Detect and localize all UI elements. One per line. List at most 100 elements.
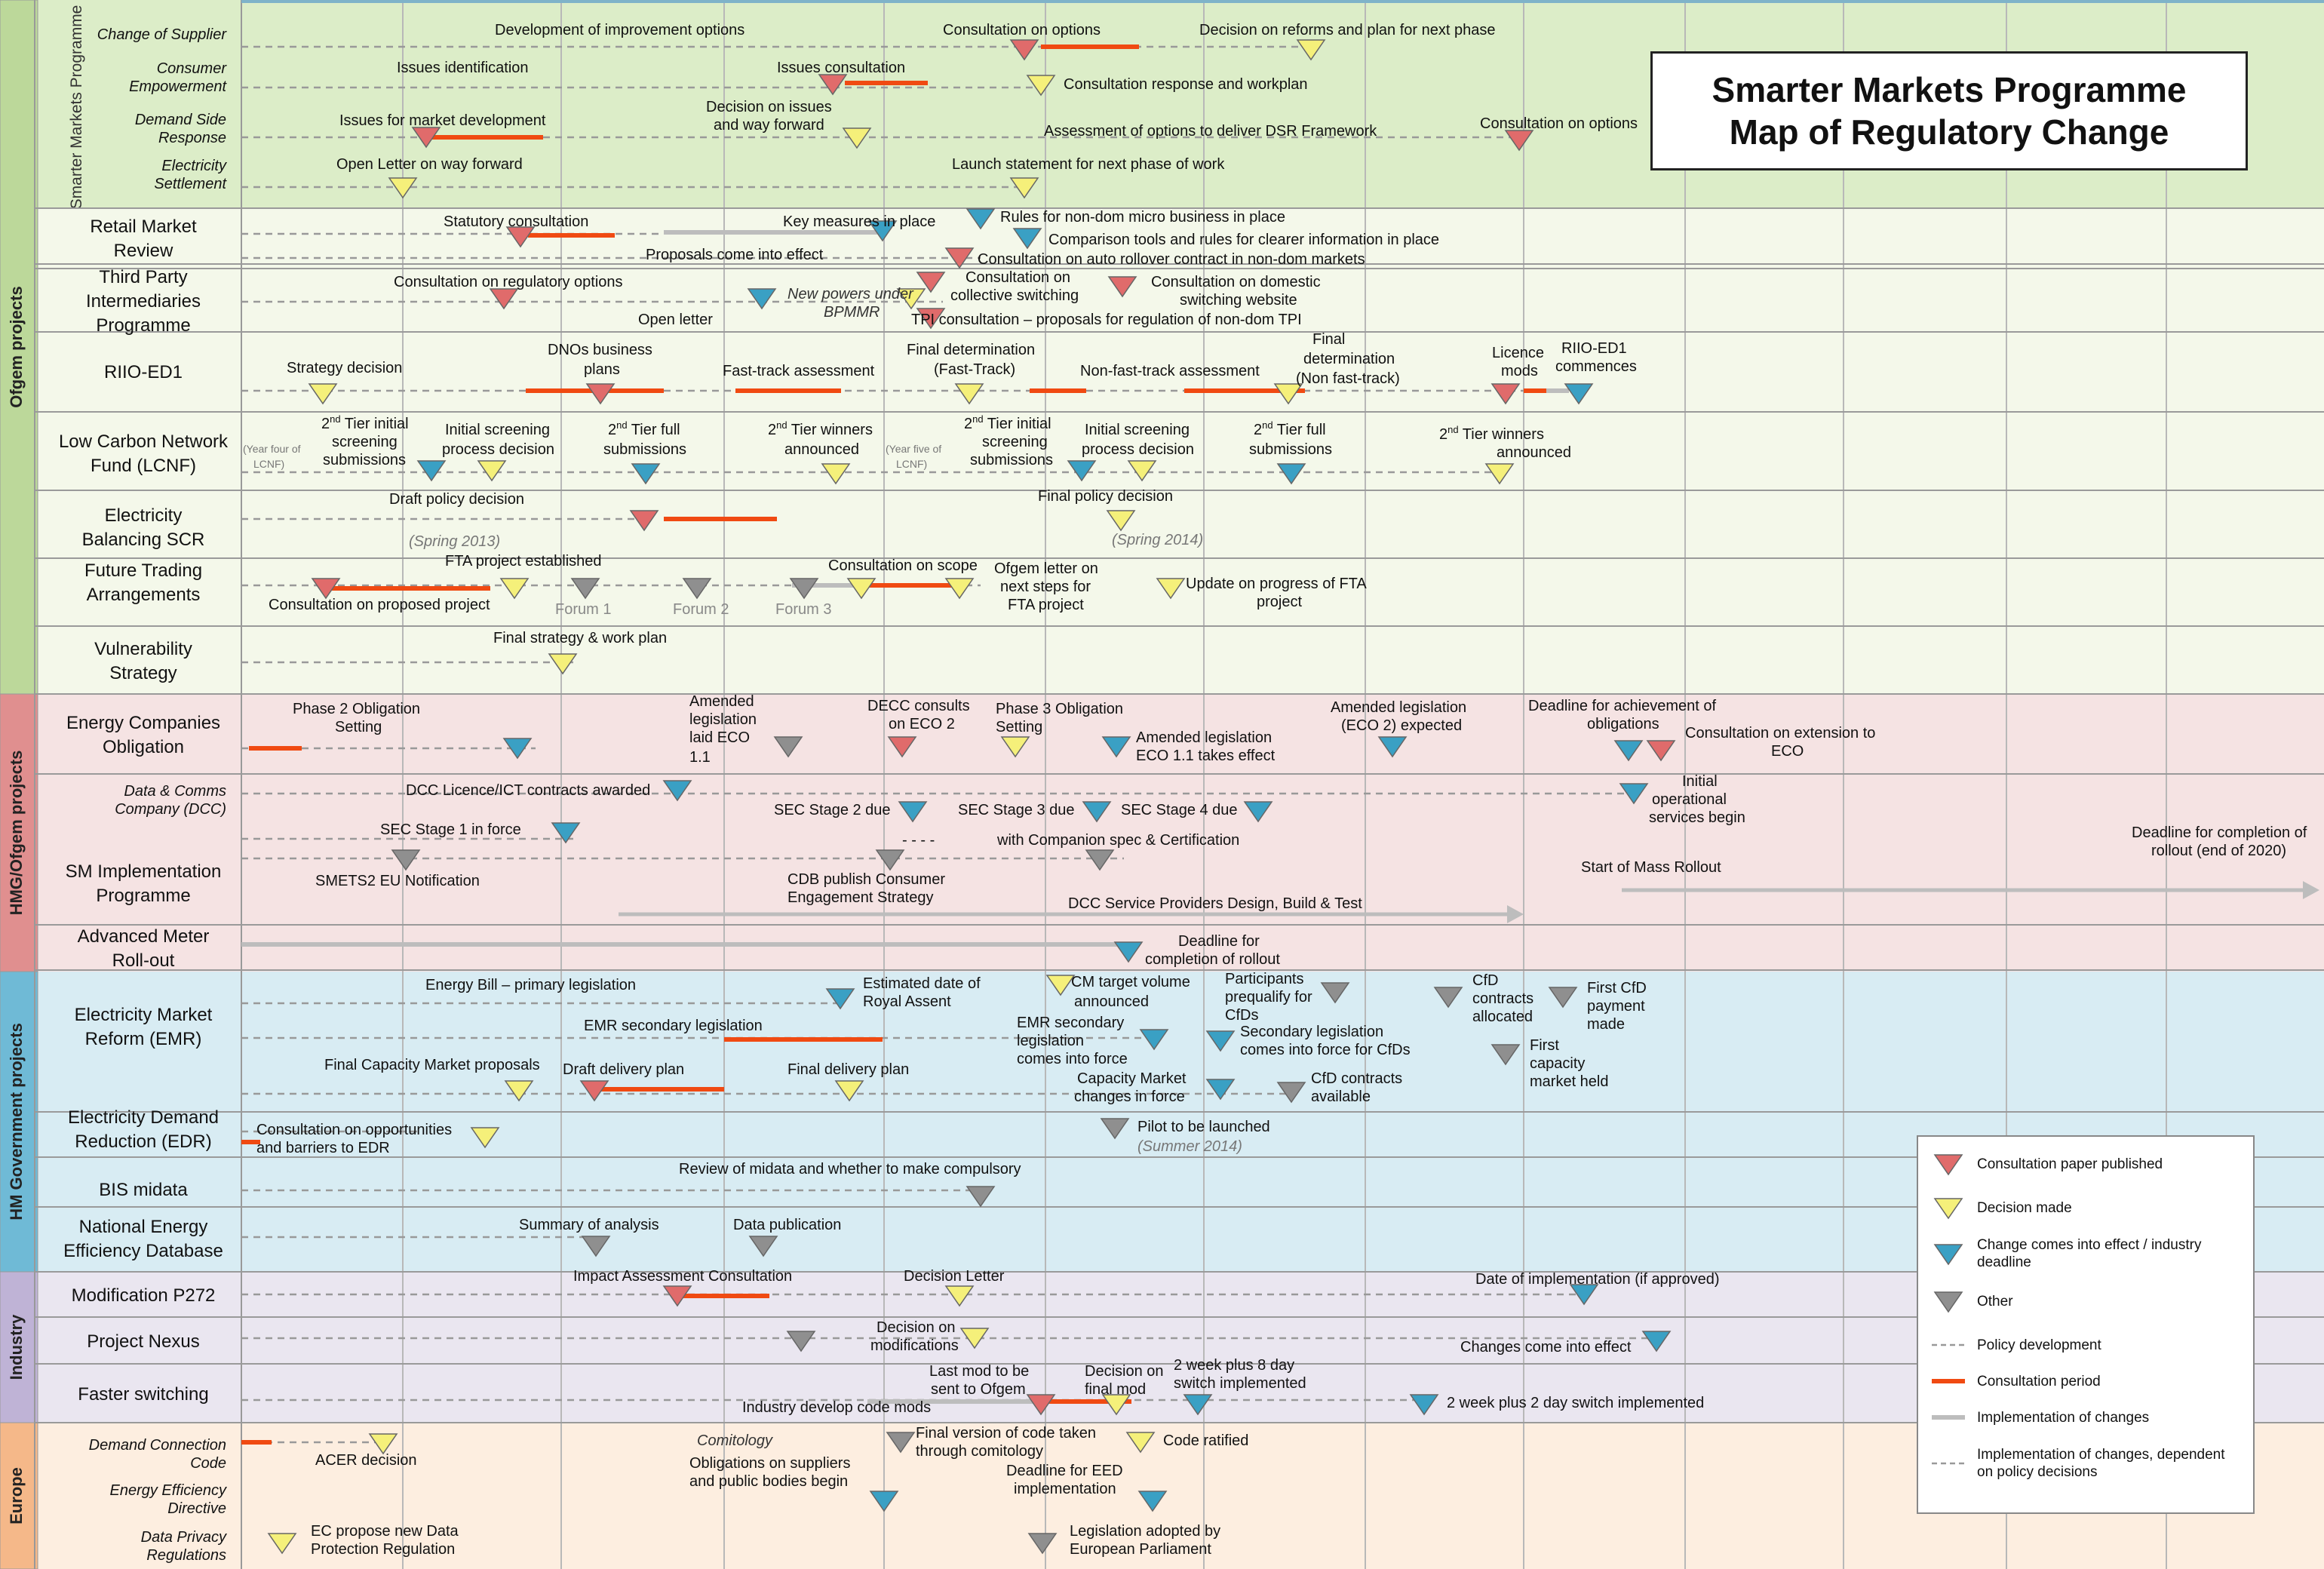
other-marker	[1100, 1118, 1130, 1140]
change-marker	[1276, 463, 1306, 485]
decision-marker	[1026, 75, 1056, 97]
event-label: SMETS2 EU Notification	[315, 873, 480, 889]
legend-label: Implementation of changes, dependent on …	[1977, 1447, 2225, 1480]
decision-marker	[1484, 463, 1515, 485]
event-label: DNOs business	[548, 342, 652, 358]
label-superscript: nd	[776, 419, 787, 431]
decision-marker	[388, 177, 418, 199]
event-label: Date of implementation (if approved)	[1475, 1271, 1720, 1288]
change-marker	[551, 822, 581, 844]
row-label-line: Third Party	[99, 267, 187, 287]
event-label: Phase 2 Obligation	[293, 701, 420, 717]
row-label-line: Efficiency Database	[63, 1241, 223, 1261]
event-label: 2nd Tier winners	[1439, 424, 1544, 443]
label-part: 2	[964, 416, 972, 432]
change-marker	[869, 1491, 899, 1512]
event-label: submissions	[1249, 441, 1332, 458]
consultation-marker	[1107, 276, 1137, 298]
event-label: Last mod to be	[929, 1363, 1029, 1380]
event-label: Development of improvement options	[495, 22, 744, 38]
consultation-marker	[662, 1285, 692, 1307]
event-label: through comitology	[916, 1443, 1043, 1460]
change-marker	[1619, 783, 1649, 805]
row-label: Project Nexus	[87, 1331, 199, 1352]
event-label: (Spring 2014)	[1112, 532, 1203, 548]
row-label-line: Roll-out	[112, 950, 175, 971]
event-label: with Companion spec & Certification	[996, 832, 1239, 849]
legend-symbol-svg	[1933, 1198, 1963, 1220]
event-label: Engagement Strategy	[787, 889, 933, 906]
event-label: Consultation on auto rollover contract i…	[978, 251, 1365, 268]
event-label: EMR secondary	[1017, 1015, 1124, 1031]
event-label: available	[1311, 1088, 1371, 1105]
row-label: Change of Supplier	[97, 26, 228, 43]
event-label: legislation	[689, 711, 757, 728]
label-part: Tier winners	[787, 422, 873, 438]
event-label: DCC Licence/ICT contracts awarded	[406, 782, 650, 799]
arrow-head	[1507, 905, 1524, 923]
event-label: European Parliament	[1070, 1541, 1211, 1558]
row-label-line: Faster switching	[78, 1384, 208, 1405]
event-label: Final determination	[907, 342, 1035, 358]
other-marker	[1433, 987, 1463, 1009]
other-marker	[570, 578, 600, 600]
row-label-line: Retail Market	[90, 216, 197, 237]
event-label: (Year five of	[886, 443, 941, 455]
event-label: switch implemented	[1174, 1375, 1306, 1392]
event-label: laid ECO	[689, 729, 750, 746]
row-label-line: Electricity	[161, 158, 227, 174]
change-marker-icon	[1933, 1244, 1963, 1266]
decision-marker	[959, 1328, 990, 1349]
decision-marker	[499, 578, 530, 600]
event-label: Final Capacity Market proposals	[324, 1057, 540, 1073]
legend-symbol	[1930, 1193, 1966, 1223]
label-superscript: nd	[616, 419, 627, 431]
event-label: 2nd Tier full	[608, 419, 680, 438]
row-label-line: Modification P272	[72, 1285, 216, 1306]
row-label-line: Strategy	[109, 663, 177, 683]
event-label: Initial screening	[445, 422, 550, 438]
event-label: DECC consults	[867, 698, 970, 714]
event-label: Issues for market development	[339, 112, 546, 129]
event-label: (Spring 2013)	[409, 533, 500, 550]
smp-label: Smarter Markets Programme	[68, 5, 85, 210]
event-label: Review of midata and whether to make com…	[679, 1161, 1021, 1178]
event-label: EMR secondary legislation	[584, 1018, 763, 1034]
group-label: HM Government projects	[7, 1023, 26, 1221]
row-label-line: Balancing SCR	[82, 530, 205, 550]
event-label: First CfD	[1587, 980, 1647, 996]
label-superscript: nd	[330, 413, 340, 425]
event-label: operational	[1652, 791, 1727, 808]
consultation-marker	[1026, 1394, 1056, 1416]
event-label: 2nd Tier initial	[964, 413, 1051, 432]
decision-marker	[1000, 736, 1030, 758]
event-label: ECO	[1771, 743, 1804, 760]
decision-marker	[896, 288, 926, 310]
legend-symbol-svg	[1932, 1343, 1965, 1346]
legend-label: Change comes into effect / industry dead…	[1977, 1237, 2202, 1270]
row-label-line: BIS midata	[99, 1180, 188, 1200]
event-label: Comitology	[697, 1432, 773, 1449]
event-label: Pilot to be launched	[1137, 1119, 1270, 1135]
change-marker	[898, 801, 928, 823]
event-label: Final delivery plan	[787, 1061, 909, 1078]
other-marker	[875, 849, 905, 871]
event-label: FTA project	[1008, 597, 1084, 613]
row-label-line: Arrangements	[87, 585, 201, 605]
decision-marker	[368, 1433, 398, 1455]
decision-marker	[548, 653, 578, 675]
row-label-line: Obligation	[103, 737, 184, 757]
event-label: comes into force for CfDs	[1240, 1042, 1411, 1058]
legend-symbol	[1930, 1402, 1966, 1432]
row-label-line: Vulnerability	[94, 639, 192, 659]
